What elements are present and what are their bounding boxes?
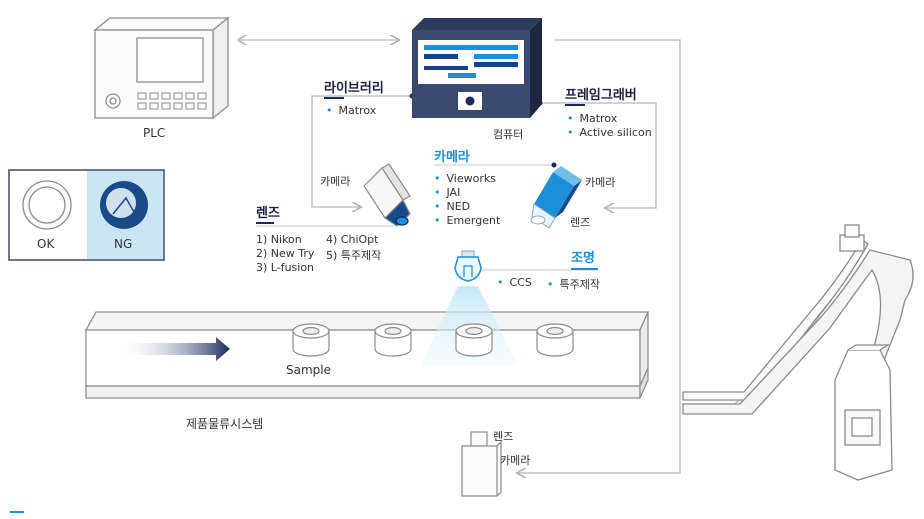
lens-bottom-label: 렌즈 [493, 430, 514, 443]
lens-section-title: 렌즈 [256, 206, 280, 221]
inspection-result-box [8, 169, 165, 261]
framegrabber-title: 프레임그래버 [565, 88, 637, 103]
light-bulb-icon [454, 250, 482, 282]
camera-right-illustration [530, 166, 582, 229]
lens-item-new-try: 2) New Try [256, 247, 315, 260]
conveyor-system-label: 제품물류시스템 [186, 417, 264, 431]
lens-item-chiopt: 4) ChiOpt [326, 233, 379, 246]
ng-label: NG [114, 237, 133, 251]
framegrabber-title-underline [565, 104, 585, 106]
lighting-item-custom: 특주제작 [547, 276, 600, 292]
computer-label: 컴퓨터 [493, 128, 524, 141]
framegrabber-item-matrox: Matrox [567, 112, 618, 125]
lens-title-underline [256, 222, 274, 224]
camera-item-vieworks: Vieworks [434, 172, 496, 185]
robot-arm-illustration [682, 224, 914, 481]
page-accent [10, 511, 24, 513]
lighting-section-title: 조명 [571, 251, 595, 266]
flow-direction-arrow [116, 337, 230, 361]
lens-item-l-fusion: 3) L-fusion [256, 261, 315, 274]
camera-connector-dot [551, 162, 557, 168]
lighting-title-underline [571, 268, 598, 270]
ok-label: OK [37, 237, 55, 251]
camera-item-jai: JAI [434, 186, 461, 199]
camera-bottom-label: 카메라 [500, 454, 531, 467]
camera-item-emergent: Emergent [434, 214, 501, 227]
sample-label: Sample [286, 363, 331, 377]
conveyor-illustration [84, 311, 650, 399]
plc-label: PLC [143, 126, 166, 140]
camera-left-illustration [363, 163, 411, 227]
lens-item-custom: 5) 특주제작 [326, 249, 382, 262]
lens-right-label: 렌즈 [570, 216, 591, 229]
camera-section-title: 카메라 [434, 150, 470, 165]
camera-right-label: 카메라 [585, 176, 616, 189]
library-title: 라이브러리 [324, 81, 384, 96]
camera-left-label: 카메라 [320, 175, 351, 188]
framegrabber-item-active-silicon: Active silicon [567, 126, 652, 139]
library-item-matrox: Matrox [326, 104, 377, 117]
camera-bottom-illustration [461, 431, 502, 497]
computer-illustration [412, 18, 542, 118]
samples [292, 323, 574, 357]
lens-item-nikon: 1) Nikon [256, 233, 302, 246]
camera-item-ned: NED [434, 200, 471, 213]
library-title-underline [324, 97, 344, 99]
plc-illustration [93, 16, 230, 120]
lighting-item-ccs: CCS [497, 276, 532, 289]
